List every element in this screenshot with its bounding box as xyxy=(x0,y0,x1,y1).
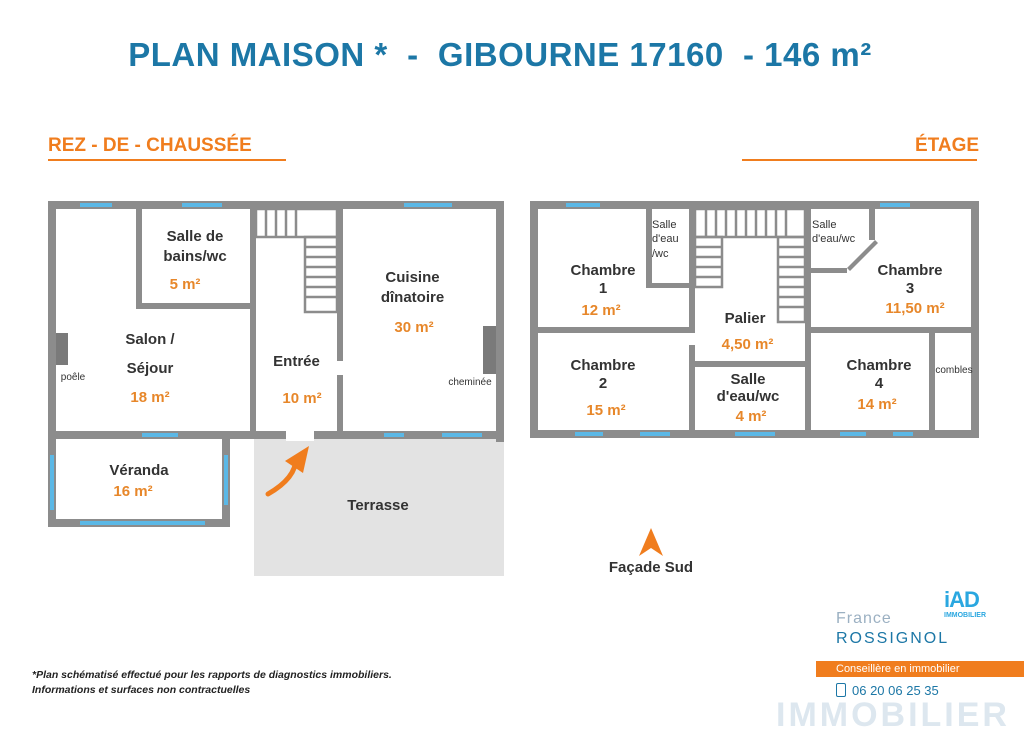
chambre3-label: Chambre 3 xyxy=(860,262,960,298)
chambre2-area: 15 m² xyxy=(586,402,626,419)
upper-stairs xyxy=(693,207,807,324)
upper-floor-windows xyxy=(566,203,913,436)
salle-eau-1-line2: d'eau xyxy=(652,233,679,246)
agent-role: Conseillère en immobilier xyxy=(816,661,1024,677)
plan-title: PLAN MAISON * - GIBOURNE 17160 - 146 m² xyxy=(128,36,872,73)
chambre3-area: 11,50 m² xyxy=(885,300,945,317)
south-arrow xyxy=(639,528,663,556)
poele-label: poêle xyxy=(60,372,86,383)
cuisine-label: Cuisine dînatoire xyxy=(360,268,465,309)
chambre4-area: 14 m² xyxy=(857,396,897,413)
facade-sud-label: Façade Sud xyxy=(608,559,694,576)
salle-eau-1-line3: /wc xyxy=(652,247,669,260)
salon-label: Salon / Séjour xyxy=(90,326,210,383)
salle-eau-1-line1: Salle xyxy=(652,219,677,231)
disclaimer-line2: Informations et surfaces non contractuel… xyxy=(32,684,251,697)
upper-floor-walls xyxy=(530,201,979,438)
phone-icon xyxy=(836,683,846,697)
chambre1-line1: Chambre xyxy=(570,262,636,279)
ground-floor-windows xyxy=(50,203,482,525)
ground-floor-underline xyxy=(48,159,286,161)
entree-area: 10 m² xyxy=(282,390,322,407)
ground-floor-label: REZ - DE - CHAUSSÉE xyxy=(48,135,252,156)
chambre2-label: Chambre 2 xyxy=(553,357,653,393)
cuisine-line2: dînatoire xyxy=(380,289,445,307)
chambre3-line1: Chambre xyxy=(877,262,943,279)
chambre1-line2: 1 xyxy=(598,280,608,297)
chambre1-label: Chambre 1 xyxy=(553,262,653,298)
salle-eau-2-line2: d'eau/wc xyxy=(812,233,856,246)
salon-line2: Séjour xyxy=(126,359,174,377)
chambre4-label: Chambre 4 xyxy=(829,357,929,393)
salle-eau-3-label: Salle d'eau/wc xyxy=(705,371,791,406)
cuisine-line1: Cuisine xyxy=(385,269,440,286)
salon-line1: Salon / xyxy=(125,331,175,348)
disclaimer-line1: *Plan schématisé effectué pour les rappo… xyxy=(32,669,392,681)
chambre2-line2: 2 xyxy=(598,375,608,392)
agent-phone-number: 06 20 06 25 35 xyxy=(852,683,939,698)
cheminee-block xyxy=(483,326,496,374)
salle-eau-1-label: Salle d'eau /wc xyxy=(652,218,689,261)
salle-de-bains-line2: bains/wc xyxy=(163,248,227,266)
veranda-label: Véranda xyxy=(109,462,169,479)
chambre3-line2: 3 xyxy=(905,280,915,297)
upper-floor-underline xyxy=(742,159,977,161)
upper-floor-label: ÉTAGE xyxy=(915,135,980,156)
disclaimer: *Plan schématisé effectué pour les rappo… xyxy=(32,668,392,698)
chambre1-area: 12 m² xyxy=(581,302,621,319)
salle-eau-3-line1: Salle xyxy=(730,371,766,388)
agent-phone[interactable]: 06 20 06 25 35 xyxy=(836,683,939,698)
palier-area: 4,50 m² xyxy=(721,336,774,353)
entree-label: Entrée xyxy=(273,353,320,370)
veranda-area: 16 m² xyxy=(113,483,153,500)
combles-label: combles xyxy=(935,365,973,376)
chambre2-line1: Chambre xyxy=(570,357,636,374)
chambre4-line2: 4 xyxy=(874,375,884,392)
salle-eau-2-line1: Salle xyxy=(812,219,837,231)
entrance-arrow xyxy=(265,446,309,497)
salle-eau-2-label: Salle d'eau/wc xyxy=(812,218,872,247)
salle-eau-3-line2: d'eau/wc xyxy=(716,388,780,406)
chambre4-line1: Chambre xyxy=(846,357,912,374)
terrasse-label: Terrasse xyxy=(347,497,409,514)
salle-eau-3-area: 4 m² xyxy=(735,408,767,425)
ground-stairs xyxy=(254,207,339,314)
salle-de-bains-line1: Salle de xyxy=(166,228,224,245)
agent-brand-line2: ROSSIGNOL xyxy=(836,630,950,647)
palier-label: Palier xyxy=(724,310,766,327)
cuisine-area: 30 m² xyxy=(394,319,434,336)
iad-logo-sub: IMMOBILIER xyxy=(944,612,986,619)
salle-de-bains-area: 5 m² xyxy=(169,276,201,293)
iad-logo: iAD xyxy=(944,587,980,612)
cheminee-label: cheminée xyxy=(448,377,492,388)
salle-de-bains-label: Salle de bains/wc xyxy=(140,227,250,268)
poele-block xyxy=(56,333,68,365)
agent-brand-line1: France xyxy=(836,610,892,627)
watermark: IMMOBILIER xyxy=(776,696,1010,734)
salon-area: 18 m² xyxy=(130,389,170,406)
